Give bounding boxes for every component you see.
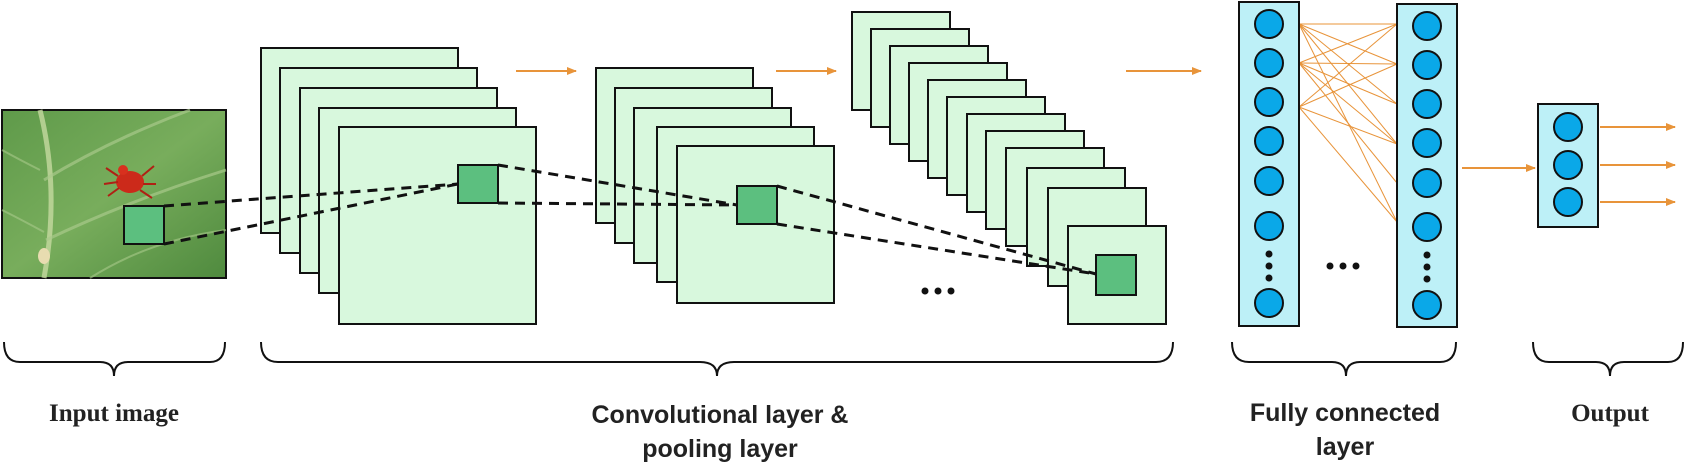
receptive-field-lines <box>163 163 1097 276</box>
input-image-picture <box>1 108 227 279</box>
feature-map-stack-2 <box>595 67 835 304</box>
ellipsis-icon <box>921 287 955 295</box>
input-image-label: Input image <box>49 400 179 427</box>
fully-connected-label-line1: Fully connected <box>1249 399 1441 427</box>
fc-layer-1-vertical-ellipsis <box>1265 250 1273 282</box>
conv-pooling-label-line2: pooling layer <box>642 435 798 463</box>
fc-layer-2-vertical-ellipsis <box>1423 251 1431 283</box>
fully-connected-label-line2: layer <box>1315 433 1375 461</box>
conv-pooling-label: Convolutional layer & pooling layer <box>500 398 940 466</box>
kernel-square-3 <box>1095 254 1137 296</box>
feature-map-stack-1 <box>260 47 537 325</box>
spider-mite-icon <box>103 165 156 199</box>
fully-connected-label: Fully connected layer <box>1222 396 1468 464</box>
feature-map-stack-3 <box>851 11 1167 325</box>
kernel-square-1 <box>457 164 499 204</box>
kernel-square-2 <box>736 185 778 225</box>
conv-pooling-label-line1: Convolutional layer & <box>591 401 849 429</box>
fc-layer-2-neurons <box>1412 11 1442 320</box>
group-braces <box>3 341 1684 377</box>
input-kernel-square <box>123 205 165 245</box>
fc-layer-1-neurons <box>1254 9 1284 318</box>
output-neurons <box>1553 112 1583 217</box>
ellipsis-icon <box>1326 262 1360 270</box>
fc-connections <box>1298 23 1398 223</box>
output-label: Output <box>1571 400 1649 427</box>
flow-arrows <box>516 67 1676 206</box>
